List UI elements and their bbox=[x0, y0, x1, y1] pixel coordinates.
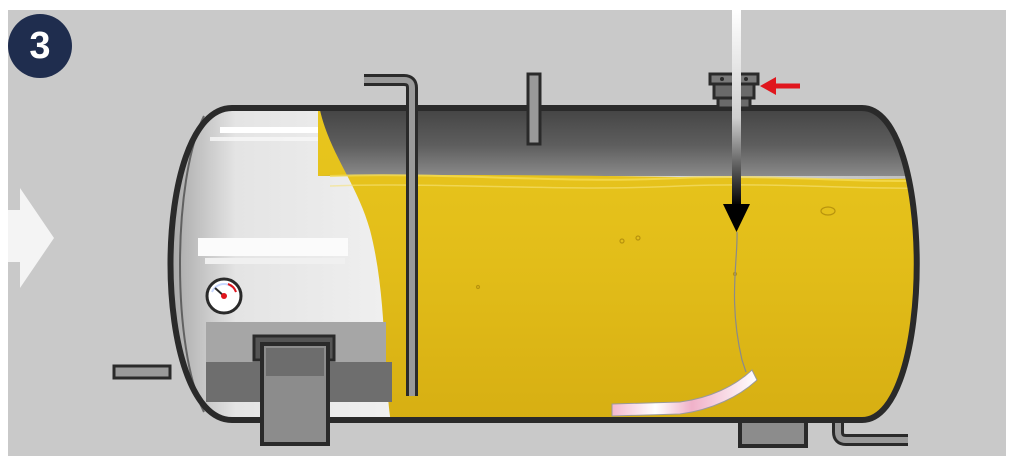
right-arrow-icon bbox=[8, 188, 54, 288]
pressure-gauge-icon bbox=[207, 279, 241, 313]
red-arrow-icon bbox=[760, 77, 800, 95]
left-outlet-pipe bbox=[114, 366, 170, 378]
left-support bbox=[254, 336, 334, 444]
step-number-badge: 3 bbox=[8, 14, 72, 78]
vent-nozzle bbox=[528, 74, 540, 144]
